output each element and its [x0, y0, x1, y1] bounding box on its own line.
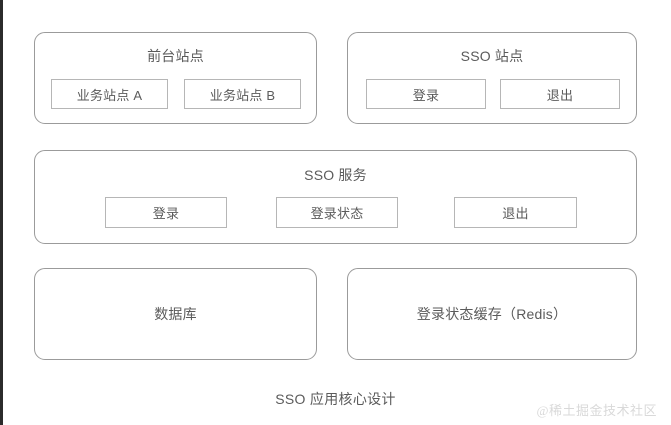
chip-sso-site-logout[interactable]: 退出	[500, 79, 620, 109]
card-sso-service[interactable]: SSO 服务 登录 登录状态 退出	[34, 150, 637, 244]
chip-sso-service-logout[interactable]: 退出	[454, 197, 577, 228]
chip-business-site-a[interactable]: 业务站点 A	[51, 79, 168, 109]
card-sso-site[interactable]: SSO 站点 登录 退出	[347, 32, 637, 124]
card-title-frontend-site: 前台站点	[147, 48, 204, 64]
card-title-sso-service: SSO 服务	[304, 167, 367, 183]
card-title-sso-site: SSO 站点	[460, 48, 524, 64]
card-frontend-site[interactable]: 前台站点 业务站点 A 业务站点 B	[34, 32, 317, 124]
chip-business-site-b[interactable]: 业务站点 B	[184, 79, 301, 109]
figure-caption: SSO 应用核心设计	[275, 391, 396, 407]
chip-sso-service-login[interactable]: 登录	[105, 197, 227, 228]
left-edge-strip	[0, 0, 3, 425]
card-label-login-status-cache: 登录状态缓存（Redis）	[416, 306, 568, 322]
card-label-database: 数据库	[154, 306, 197, 322]
card-login-status-cache[interactable]: 登录状态缓存（Redis）	[347, 268, 637, 360]
card-database[interactable]: 数据库	[34, 268, 317, 360]
chip-sso-service-login-status[interactable]: 登录状态	[276, 197, 398, 228]
watermark-text: @稀土掘金技术社区	[536, 403, 657, 418]
chip-sso-site-login[interactable]: 登录	[366, 79, 486, 109]
